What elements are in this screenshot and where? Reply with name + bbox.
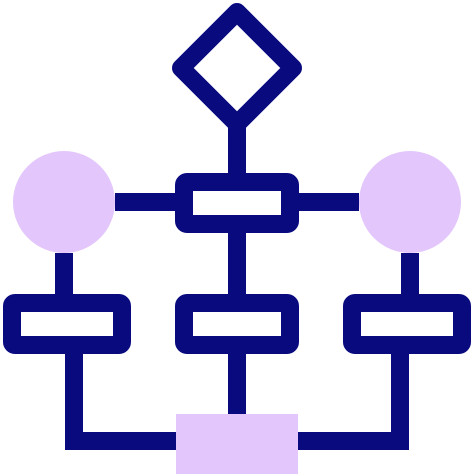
connector-right-box-to-bottom (298, 349, 409, 450)
center-middle-process-box (175, 294, 299, 354)
decision-diamond (172, 3, 302, 133)
left-process-box (3, 294, 131, 354)
right-process-box (343, 294, 471, 354)
left-circle-node (13, 151, 115, 253)
bottom-process-box (176, 414, 298, 474)
center-top-process-box (175, 173, 299, 233)
right-circle-node (359, 151, 461, 253)
connector-lines (55, 120, 419, 450)
connector-left-box-to-bottom (65, 349, 176, 450)
outlined-shapes (3, 3, 471, 354)
